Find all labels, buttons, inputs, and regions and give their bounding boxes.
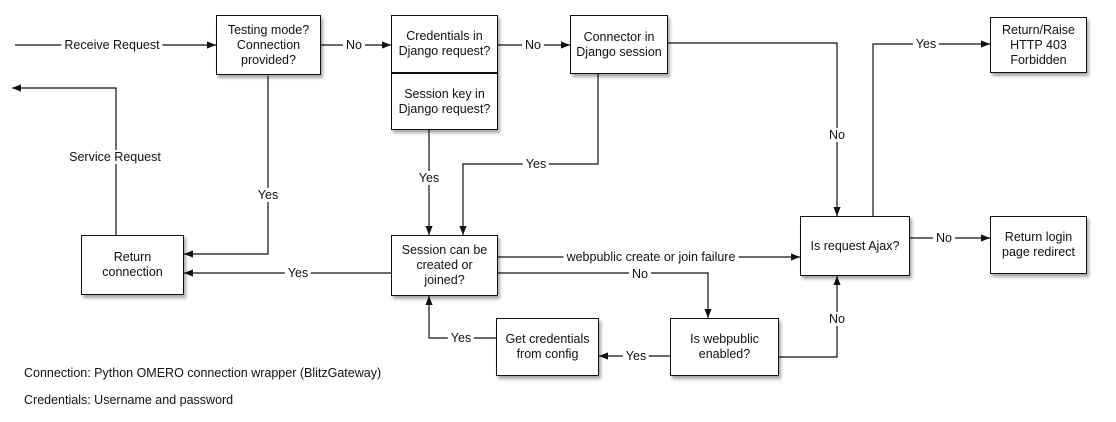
label-yes-connector: Yes [522, 157, 550, 171]
testing-mode-box: Testing mode? Connection provided? [216, 15, 321, 75]
edge-webpublic-no [779, 276, 841, 358]
label-no-connector: No [826, 128, 848, 142]
return-login-redirect-text: Return login page redirect [1002, 230, 1075, 259]
label-no-webpublic: No [826, 312, 848, 326]
label-yes-ajax: Yes [912, 37, 940, 51]
return-403-text: Return/Raise HTTP 403 Forbidden [1002, 22, 1075, 67]
webpublic-enabled-box: Is webpublic enabled? [670, 318, 779, 376]
webpublic-enabled-text: Is webpublic enabled? [690, 332, 759, 361]
is-ajax-text: Is request Ajax? [810, 238, 900, 253]
connector-in-session-box: Connector in Django session [570, 15, 668, 74]
note-connection: Connection: Python OMERO connection wrap… [24, 366, 382, 380]
get-credentials-box: Get credentials from config [496, 318, 599, 376]
credentials-in-request-text: Credentials in Django request? [398, 29, 491, 58]
session-created-text: Session can be created or joined? [401, 243, 488, 287]
return-connection-text: Return connection [102, 250, 163, 279]
testing-mode-text: Testing mode? Connection provided? [227, 22, 310, 67]
label-yes-session-key: Yes [415, 171, 443, 185]
label-yes-webpublic: Yes [622, 349, 650, 363]
edge-service-request [12, 84, 117, 235]
edge-ajax-yes [872, 40, 990, 216]
label-yes-testing: Yes [254, 188, 282, 202]
label-yes-get-credentials: Yes [447, 331, 475, 345]
note-credentials: Credentials: Username and password [24, 393, 234, 407]
label-no-ajax: No [933, 231, 955, 245]
return-login-redirect-box: Return login page redirect [990, 216, 1087, 274]
session-key-in-request-box: Session key in Django request? [391, 73, 498, 130]
label-no-credentials: No [522, 38, 544, 52]
label-service-request: Service Request [66, 150, 164, 164]
label-webpublic-failure: webpublic create or join failure [563, 250, 739, 264]
return-connection-box: Return connection [81, 235, 184, 295]
session-key-in-request-text: Session key in Django request? [398, 86, 491, 116]
credentials-in-request-box: Credentials in Django request? [391, 15, 498, 73]
connector-in-session-text: Connector in Django session [576, 29, 662, 59]
edge-connector-no [667, 42, 841, 216]
label-yes-session: Yes [284, 266, 312, 280]
label-no-session: No [629, 267, 651, 281]
label-receive-request: Receive Request [61, 38, 163, 52]
label-no-testing: No [343, 38, 365, 52]
get-credentials-text: Get credentials from config [505, 332, 590, 361]
edge-session-no [498, 272, 712, 318]
edge-testing-yes [184, 76, 269, 258]
return-403-box: Return/Raise HTTP 403 Forbidden [990, 17, 1087, 73]
is-ajax-box: Is request Ajax? [800, 216, 910, 276]
session-created-box: Session can be created or joined? [391, 235, 498, 296]
